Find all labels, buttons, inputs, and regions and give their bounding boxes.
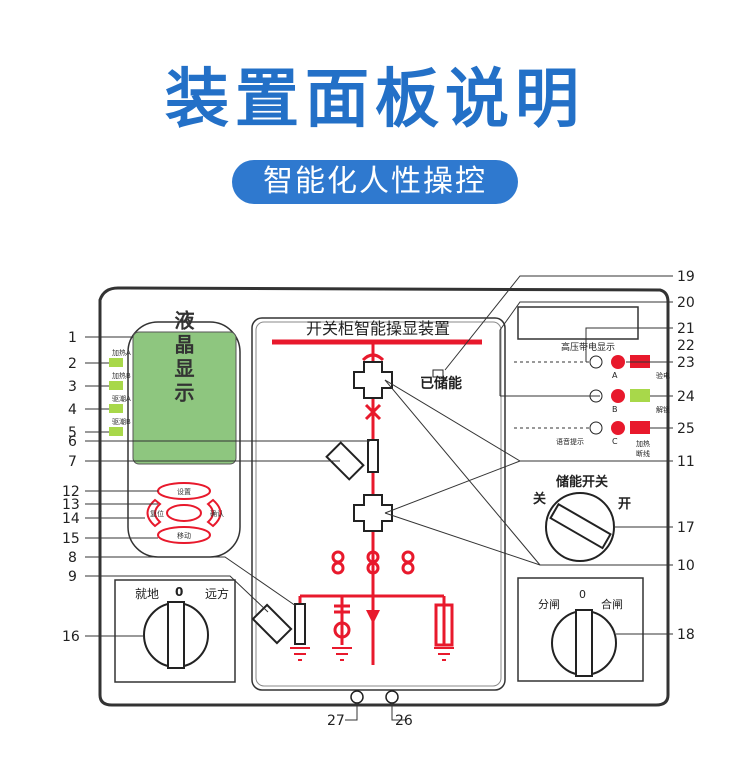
earth-handle (251, 603, 293, 645)
remote-label: 远方 (205, 586, 229, 601)
callout-label: 2 (68, 356, 77, 372)
device-title: 开关柜智能操显装置 (306, 319, 450, 338)
earth-switch-rect (294, 603, 306, 645)
storage-knob-handle (549, 502, 612, 550)
single-line (298, 342, 454, 665)
reset-key[interactable] (146, 498, 162, 528)
phase-rows: A B C 验电 解锁 加热 断线 语音提示 (514, 355, 670, 458)
display-window (517, 306, 639, 340)
breaker-switches (251, 361, 393, 645)
storage-off: 关 (533, 491, 546, 507)
callout-label: 19 (677, 269, 695, 285)
stored-lamp (432, 369, 444, 378)
device-frame (98, 286, 670, 707)
set-key-label: 设置 (177, 487, 191, 496)
storage-on: 开 (618, 497, 631, 512)
callout-label: 25 (677, 421, 695, 437)
port-26 (385, 690, 399, 704)
callout-label: 11 (677, 454, 695, 470)
confirm-key[interactable] (206, 498, 222, 528)
led-indicator (109, 427, 123, 436)
stored-label: 已储能 (420, 375, 462, 392)
mimic-panel (251, 317, 506, 691)
hv-title: 高压带电显示 (561, 341, 615, 353)
indicator-group: 加热A 加热B 驱潮A 驱潮B (109, 348, 131, 436)
local-remote-box (114, 579, 236, 683)
local-label: 就地 (135, 587, 159, 601)
mimic-inner (255, 321, 502, 687)
earthing-handle (325, 441, 365, 481)
callout-label: 5 (68, 425, 77, 441)
side-label: 解锁 (656, 405, 670, 414)
side-label: 加热 (636, 439, 650, 448)
zero-label: 0 (175, 585, 183, 599)
callout-label: 23 (677, 355, 695, 371)
callout-label: 21 (677, 321, 695, 337)
arrow-mark (366, 610, 380, 624)
upper-disconnector (353, 361, 393, 399)
led-indicator (109, 381, 123, 390)
breaker-rect (367, 439, 379, 473)
open-close-box (517, 577, 644, 682)
callout-label: 7 (68, 454, 77, 470)
led-indicator (109, 404, 123, 413)
open-close-zero: 0 (579, 588, 586, 601)
callout-label: 17 (677, 520, 695, 536)
callout-label: 26 (395, 713, 413, 729)
page-title: 装置面板说明 (165, 63, 585, 137)
indicator-label: 驱潮B (112, 417, 131, 426)
indicator-label: 加热B (112, 371, 131, 380)
move-key-label: 移动 (177, 531, 191, 540)
lower-disconnector (353, 494, 393, 532)
callout-label: 27 (327, 713, 345, 729)
confirm-key-label: 确认 (210, 509, 224, 518)
callout-label: 12 (62, 484, 80, 500)
callout-label: 18 (677, 627, 695, 643)
heat-button[interactable] (630, 421, 650, 434)
phase-label: B (612, 405, 618, 414)
reset-key-label: 复位 (150, 509, 164, 518)
callout-label: 14 (62, 511, 80, 527)
callout-label: 13 (62, 497, 80, 513)
indicator-label: 驱潮A (112, 394, 131, 403)
keypad: 设置 移动 复位 确认 (146, 482, 224, 544)
callout-label: 8 (68, 550, 77, 566)
callout-label: 4 (68, 402, 77, 418)
lcd-label: 液晶显示 (171, 309, 195, 406)
close-label: 合闸 (601, 597, 623, 611)
callout-label: 1 (68, 330, 77, 346)
phase-label: A (612, 371, 618, 380)
led-indicator (109, 358, 123, 367)
side-label: 验电 (656, 371, 670, 380)
ground-symbols (290, 647, 454, 661)
indicator-label: 加热A (112, 348, 131, 357)
lcd-screen (132, 331, 237, 465)
open-close-handle (575, 609, 593, 677)
center-key[interactable] (166, 504, 202, 522)
callout-label: 3 (68, 379, 77, 395)
knob-handle (167, 601, 185, 669)
callout-numbers: 1 2 3 4 5 6 7 12 13 14 15 8 9 16 19 20 2… (62, 269, 695, 729)
callout-label: 20 (677, 295, 695, 311)
side-label: 断线 (636, 449, 650, 458)
unlock-button[interactable] (630, 389, 650, 402)
phase-label: C (612, 437, 618, 446)
callout-label: 22 (677, 338, 695, 354)
port-27 (350, 690, 364, 704)
move-key[interactable] (157, 526, 211, 544)
leader-lines (85, 275, 673, 721)
callout-label: 6 (68, 434, 77, 450)
storage-title: 储能开关 (555, 474, 608, 490)
callout-label: 9 (68, 569, 77, 585)
callout-label: 16 (62, 629, 80, 645)
callout-label: 15 (62, 531, 80, 547)
callout-label: 24 (677, 389, 695, 405)
open-label: 分闸 (538, 598, 560, 611)
voice-label: 语音提示 (556, 437, 584, 446)
callout-label: 10 (677, 558, 695, 574)
subtitle-badge: 智能化人性操控 (232, 160, 518, 204)
